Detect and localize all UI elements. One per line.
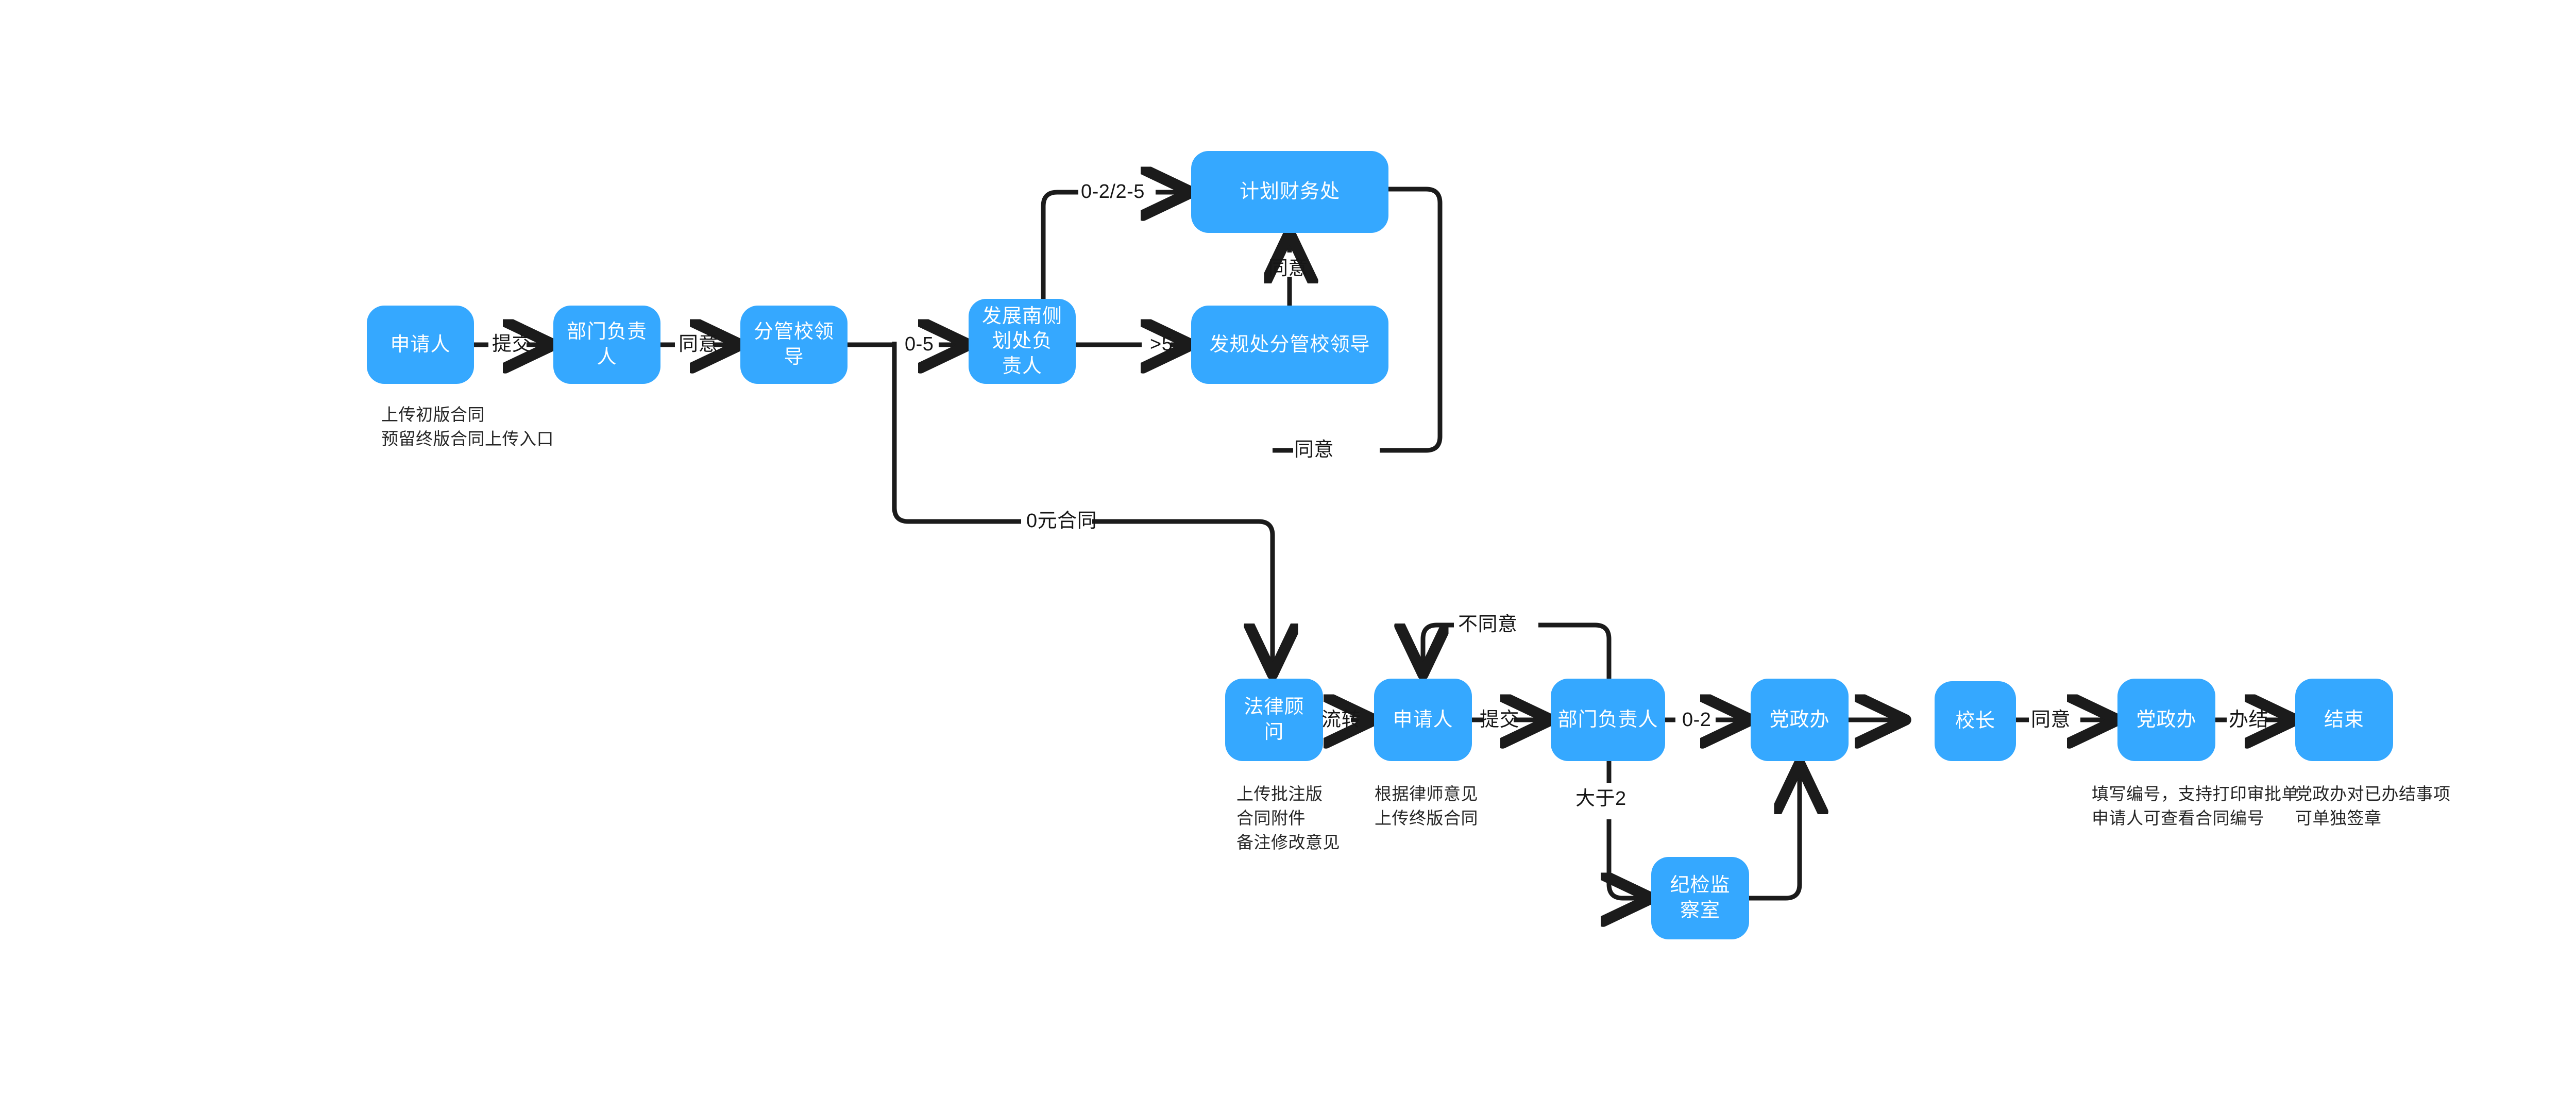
edge-label-range-0-2: 0-2 [1682,709,1711,731]
node-finance-office[interactable]: 计划财务处 [1191,151,1388,233]
note-party-office-2: 填写编号，支持打印审批单 申请人可查看合同编号 [2092,784,2299,828]
node-label: 分管校领导 [753,321,834,368]
edge-label-agree-1: 同意 [679,333,719,355]
edge-label-greater-than-2: 大于2 [1575,788,1626,810]
note-applicant-bottom: 根据律师意见 上传终版合同 [1375,784,1478,828]
edge-label-agree-to-legal: 同意 [1294,439,1334,461]
edge-label-range-0-2-2-5: 0-2/2-5 [1081,181,1145,203]
edge-greater-than-2-to-discipline [1606,819,1632,901]
node-label: 部门负责人 [1557,709,1658,731]
node-discipline-office[interactable]: 纪检监 察室 [1651,857,1749,939]
node-dept-head-bottom[interactable]: 部门负责人 [1551,679,1665,761]
edge-label-zero-contract: 0元合同 [1026,510,1097,532]
node-applicant-top[interactable]: 申请人 [367,306,474,384]
node-label: 党政办 [2136,709,2197,731]
node-label: 法律顾 问 [1244,696,1304,743]
edge-zero-contract-vertical [892,342,1021,524]
edge-discipline-to-party [1749,783,1802,901]
edge-label-agree-finance: 同意 [1268,258,1309,279]
note-end: 党政办对已办结事项 可单独签章 [2295,784,2451,828]
node-label: 发展南侧划处负 责人 [981,305,1062,377]
node-label: 结束 [2324,709,2364,731]
node-end[interactable]: 结束 [2295,679,2393,761]
node-party-office-1[interactable]: 党政办 [1751,679,1849,761]
node-label: 申请人 [1393,709,1453,731]
node-label: 校长 [1955,710,1995,732]
edge-label-disagree: 不同意 [1458,614,1518,635]
edge-disagree-loop-left [1420,622,1454,657]
node-applicant-bottom[interactable]: 申请人 [1374,679,1472,761]
edge-zero-contract-right [1092,519,1275,654]
node-principal[interactable]: 校长 [1935,681,2016,761]
edge-label-submit-2: 提交 [1480,709,1520,731]
node-dept-head-top[interactable]: 部门负责人 [553,306,660,384]
node-label: 部门负责人 [566,321,647,368]
node-label: 发规处分管校领导 [1209,333,1370,356]
edge-disagree-loop [1538,622,1612,679]
note-applicant-top: 上传初版合同 预留终版合同上传入口 [381,405,554,448]
node-dev-vice-president[interactable]: 发规处分管校领导 [1191,306,1388,384]
edge-label-submit-1: 提交 [492,333,532,355]
edge-label-circulate: 流转 [1321,709,1362,731]
node-label: 纪检监 察室 [1670,874,1731,921]
node-planning-south[interactable]: 发展南侧划处负 责人 [969,299,1076,384]
edge-label-range-gt-5: >5 [1150,333,1173,355]
node-label: 计划财务处 [1239,181,1340,203]
node-legal-counsel[interactable]: 法律顾 问 [1225,679,1323,761]
node-label: 申请人 [390,333,451,356]
node-party-office-2[interactable]: 党政办 [2117,679,2215,761]
edge-planning-to-finance-up [1041,190,1078,299]
edge-finance-to-legal [1380,187,1443,453]
edge-label-agree-principal: 同意 [2031,709,2071,731]
node-vice-president[interactable]: 分管校领导 [740,306,848,384]
edge-label-completed: 办结 [2229,709,2269,731]
edge-label-range-0-5: 0-5 [905,333,934,355]
node-label: 党政办 [1769,709,1830,731]
note-legal-counsel: 上传批注版 合同附件 备注修改意见 [1236,784,1340,852]
